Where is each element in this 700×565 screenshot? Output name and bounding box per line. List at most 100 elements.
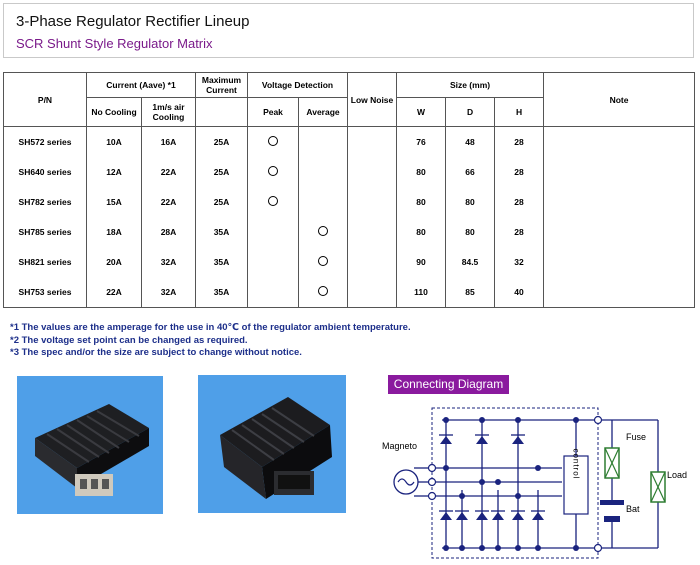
cell-no-cooling: 15A (86, 187, 142, 217)
circle-mark-icon (318, 256, 328, 266)
header-w: W (396, 97, 447, 127)
cell-w: 90 (396, 247, 447, 277)
cell-peak (247, 247, 299, 277)
header-pn: P/N (3, 72, 87, 127)
cell-h: 40 (494, 277, 545, 308)
cell-no-cooling: 18A (86, 217, 142, 247)
cell-air: 22A (141, 157, 196, 187)
diagram-label: Connecting Diagram (388, 375, 509, 394)
header-max-current: Maximum Current (195, 72, 248, 98)
battery-plate-bottom (604, 516, 620, 522)
cell-low-noise (347, 187, 398, 217)
header-current: Current (Aave) *1 (86, 72, 196, 98)
cell-note (543, 126, 696, 157)
header-no-cooling: No Cooling (86, 97, 142, 127)
header-average: Average (297, 97, 349, 127)
cell-d: 80 (445, 187, 496, 217)
cell-pn: SH785 series (3, 217, 87, 247)
cell-h: 32 (494, 247, 545, 277)
footnote-3: *3 The spec and/or the size are subject … (10, 347, 302, 358)
header-note: Note (543, 72, 696, 127)
cell-w: 80 (396, 157, 447, 187)
cell-d: 84.5 (445, 247, 496, 277)
cell-max: 25A (195, 126, 248, 157)
cell-low-noise (347, 277, 398, 308)
cell-no-cooling: 12A (86, 157, 142, 187)
cell-d: 66 (445, 157, 496, 187)
cell-pn: SH753 series (3, 277, 87, 308)
title-box: 3-Phase Regulator Rectifier Lineup SCR S… (3, 3, 694, 58)
regulator-photo-2 (198, 375, 346, 513)
cell-low-noise (347, 247, 398, 277)
cell-h: 28 (494, 157, 545, 187)
cell-h: 28 (494, 126, 545, 157)
magneto-label: Magneto (382, 441, 417, 451)
load-label: Load (667, 470, 687, 480)
cell-no-cooling: 10A (86, 126, 142, 157)
circle-mark-icon (318, 226, 328, 236)
control-block (563, 455, 589, 515)
header-h: H (494, 97, 545, 127)
cell-peak (247, 126, 299, 157)
cell-max: 25A (195, 157, 248, 187)
cell-low-noise (347, 126, 398, 157)
header-peak: Peak (247, 97, 299, 127)
cell-air: 28A (141, 217, 196, 247)
cell-note (543, 217, 696, 247)
footnotes: *1 The values are the amperage for the u… (10, 322, 411, 360)
header-air-cooling: 1m/s air Cooling (141, 97, 196, 127)
cell-max: 35A (195, 217, 248, 247)
cell-peak (247, 277, 299, 308)
cell-average (297, 126, 349, 157)
cell-note (543, 157, 696, 187)
regulator-photo-1 (17, 376, 163, 514)
battery-label: Bat (626, 504, 640, 514)
footnote-2: *2 The voltage set point can be changed … (10, 334, 248, 346)
cell-no-cooling: 22A (86, 277, 142, 308)
cell-average (297, 277, 349, 308)
cell-peak (247, 187, 299, 217)
circle-mark-icon (318, 286, 328, 296)
header-d: D (445, 97, 496, 127)
circle-mark-icon (268, 166, 278, 176)
cell-air: 32A (141, 247, 196, 277)
header-low-noise: Low Noise (347, 72, 398, 127)
spec-table: P/N Current (Aave) *1 Maximum Current Vo… (3, 72, 696, 308)
footnote-1: *1 The values are the amperage for the u… (10, 322, 411, 333)
cell-average (297, 187, 349, 217)
cell-note (543, 247, 696, 277)
battery-plate-top (600, 500, 624, 505)
cell-w: 76 (396, 126, 447, 157)
cell-air: 22A (141, 187, 196, 217)
cell-low-noise (347, 157, 398, 187)
cell-peak (247, 157, 299, 187)
cell-max: 25A (195, 187, 248, 217)
cell-pn: SH782 series (3, 187, 87, 217)
connecting-diagram: Magneto control Fuse Bat (382, 407, 687, 559)
cell-h: 28 (494, 187, 545, 217)
header-max-current-empty (195, 97, 248, 127)
header-size: Size (mm) (396, 72, 545, 98)
cell-note (543, 277, 696, 308)
cell-average (297, 157, 349, 187)
fuse-label: Fuse (626, 432, 646, 442)
cell-note (543, 187, 696, 217)
cell-w: 80 (396, 187, 447, 217)
cell-w: 80 (396, 217, 447, 247)
page-title: 3-Phase Regulator Rectifier Lineup (16, 13, 250, 30)
cell-d: 85 (445, 277, 496, 308)
control-label: control (572, 448, 581, 479)
circle-mark-icon (268, 136, 278, 146)
cell-h: 28 (494, 217, 545, 247)
cell-d: 48 (445, 126, 496, 157)
page-subtitle: SCR Shunt Style Regulator Matrix (16, 36, 213, 51)
cell-peak (247, 217, 299, 247)
cell-air: 16A (141, 126, 196, 157)
